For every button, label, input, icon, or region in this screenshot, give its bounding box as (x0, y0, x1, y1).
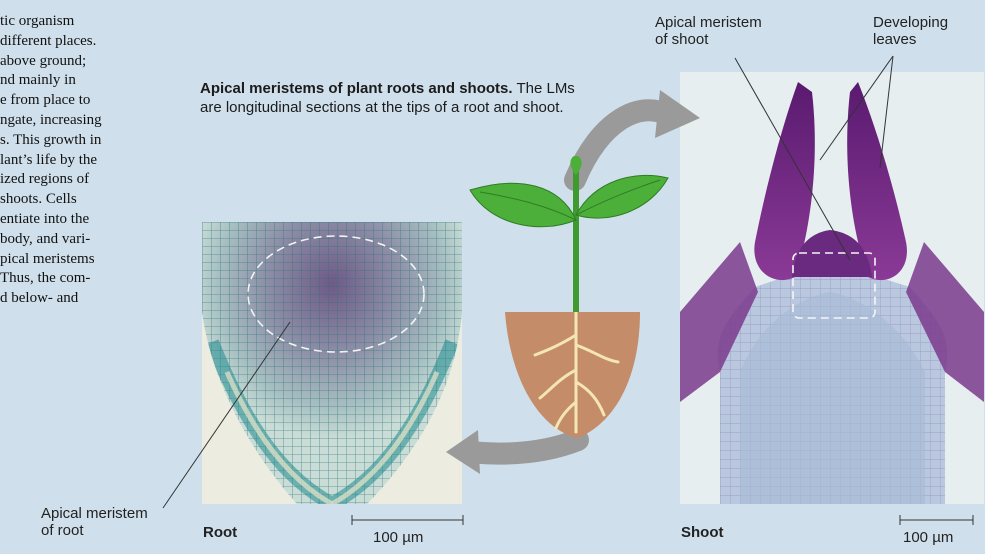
root-scale-label: 100 µm (373, 529, 423, 546)
label-apical-meristem-root: Apical meristem of root (41, 505, 148, 539)
arrow-to-shoot-head (655, 90, 700, 138)
leader-line-leaf-right (880, 56, 893, 168)
plant-leaf-left (470, 183, 576, 227)
arrow-to-root-head (446, 430, 480, 474)
arrow-to-shoot (575, 110, 668, 180)
label-root: Root (203, 524, 237, 541)
arrow-to-root (470, 440, 578, 454)
root-scale-bar (352, 515, 463, 525)
label-developing-leaves: Developing leaves (873, 14, 948, 48)
shoot-scale-label: 100 µm (903, 529, 953, 546)
label-apical-meristem-shoot: Apical meristem of shoot (655, 14, 762, 48)
leader-line-leaf-left (820, 56, 893, 160)
leader-line-apical-root (163, 322, 290, 508)
shoot-scale-bar (900, 515, 973, 525)
label-shoot: Shoot (681, 524, 724, 541)
leader-line-apical-shoot (735, 58, 850, 260)
soil-wedge (505, 312, 640, 438)
